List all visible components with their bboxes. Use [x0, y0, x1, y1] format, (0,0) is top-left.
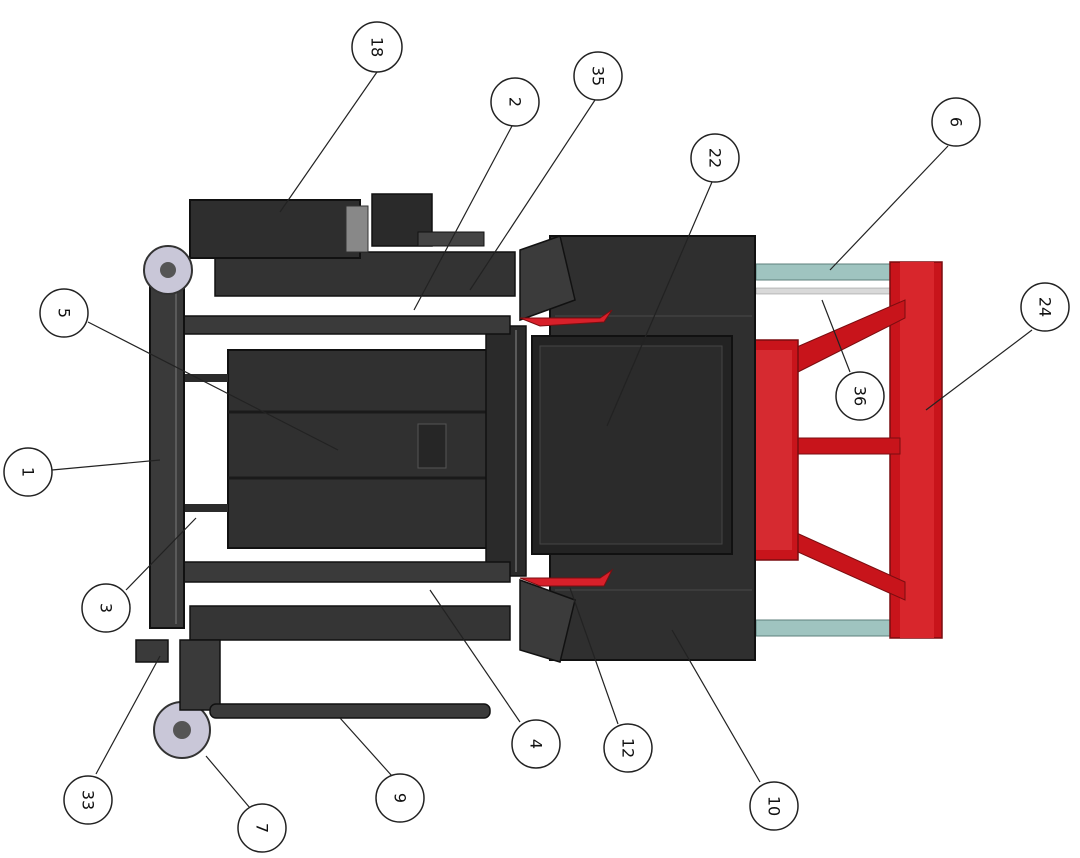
- callout-24: 24: [925, 282, 1070, 411]
- side-knob: [135, 639, 169, 663]
- callout-3-label: 3: [97, 603, 116, 613]
- callout-10: 10: [671, 629, 799, 831]
- callout-33: 33: [63, 655, 161, 825]
- callout-10-label: 10: [765, 796, 784, 816]
- callout-4: 4: [429, 589, 561, 769]
- callout-2: 2: [413, 77, 540, 311]
- callout-35: 35: [469, 51, 623, 291]
- center-block: [227, 325, 527, 577]
- callout-7-label: 7: [253, 823, 272, 833]
- callout-35-label: 35: [589, 66, 608, 86]
- callout-33-label: 33: [79, 790, 98, 810]
- callout-18-label: 18: [368, 37, 387, 57]
- main-housing: [531, 235, 756, 661]
- callout-4-label: 4: [527, 739, 546, 749]
- frame-bars: [149, 251, 516, 641]
- callout-6: 6: [829, 97, 981, 271]
- callout-22: 22: [606, 133, 740, 427]
- callout-2-label: 2: [506, 97, 525, 107]
- top-wheel: [143, 245, 193, 295]
- callout-12-label: 12: [619, 738, 638, 758]
- callout-5-label: 5: [55, 308, 74, 318]
- callout-18: 18: [279, 21, 403, 213]
- callout-22-label: 22: [706, 148, 725, 168]
- callout-12: 12: [569, 587, 653, 773]
- callout-1: 1: [3, 447, 161, 497]
- callout-3: 3: [81, 517, 197, 633]
- callouts: 18 2 35 22 6 5: [3, 21, 1070, 853]
- bottom-wheel: [153, 639, 221, 759]
- callout-1-label: 1: [19, 467, 38, 477]
- callout-24-label: 24: [1036, 297, 1055, 317]
- callout-36-label: 36: [851, 386, 870, 406]
- side-frame: [149, 267, 185, 629]
- callout-36: 36: [821, 299, 885, 421]
- callout-7: 7: [205, 755, 287, 853]
- callout-5: 5: [39, 288, 339, 451]
- callout-9-label: 9: [391, 793, 410, 803]
- red-frame: [749, 261, 943, 639]
- tow-handle: [209, 703, 491, 719]
- side-brackets: [519, 235, 614, 663]
- callout-9: 9: [339, 717, 425, 823]
- motor-assembly: [189, 193, 485, 259]
- machine-assembly: [135, 193, 943, 759]
- callout-6-label: 6: [947, 117, 966, 127]
